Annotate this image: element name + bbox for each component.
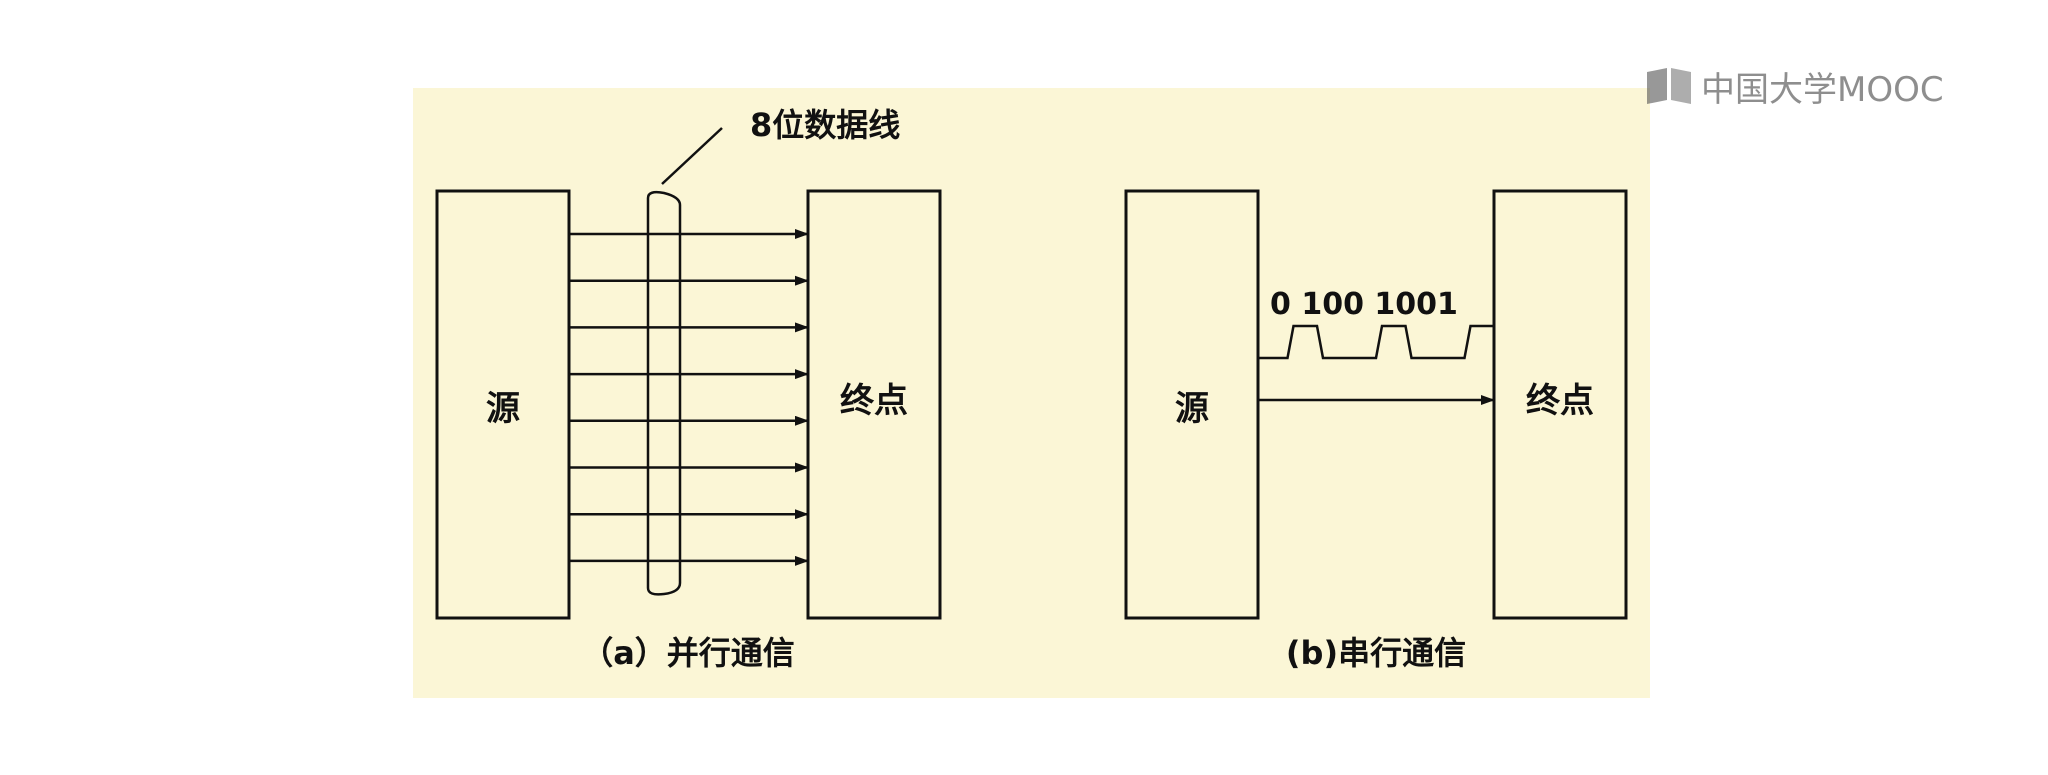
parallel-diagram: 源 终点 8位数据线 （a）并行通信 [435,106,942,672]
parallel-data-lines [569,229,809,566]
serial-bit-waveform [1258,324,1494,360]
serial-source-label: 源 [1175,389,1209,429]
parallel-dest-label: 终点 [840,381,908,421]
diagram-panel [413,88,1650,698]
serial-caption: (b)串行通信 [1286,634,1466,672]
watermark: 中国大学MOOC [1645,62,1944,110]
bus-label-leader [661,127,723,185]
serial-dest-label: 终点 [1526,381,1594,421]
serial-bits-label: 0 100 1001 [1270,287,1458,322]
mooc-book-icon [1647,68,1691,104]
bus-label: 8位数据线 [750,106,900,144]
parallel-source-label: 源 [486,389,520,429]
watermark-text: 中国大学MOOC [1701,69,1944,110]
parallel-caption: （a）并行通信 [581,634,795,672]
parallel-dest-box [806,189,942,620]
data-bus-bundle [646,190,682,596]
serial-diagram: 源 终点 0 100 1001 (b)串行通信 [1124,189,1628,672]
parallel-source-box [435,189,571,620]
serial-source-box [1124,189,1260,620]
